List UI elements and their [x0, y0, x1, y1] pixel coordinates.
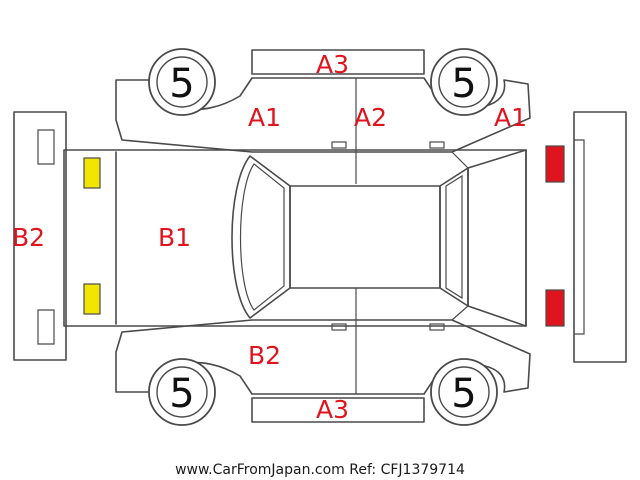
wheel-top-left-value: 5 — [169, 61, 194, 107]
wheel-bottom-right-value: 5 — [451, 371, 476, 417]
wheel-bottom-left: 5 — [148, 358, 216, 426]
wheel-bottom-left-value: 5 — [169, 371, 194, 417]
footer-credit: www.CarFromJapan.com Ref: CFJ1379714 — [175, 462, 465, 478]
wheel-bottom-right: 5 — [430, 358, 498, 426]
rear-light-marker-bottom — [83, 283, 101, 315]
rear-bumper — [13, 111, 67, 361]
damage-label-front-left-door: A1 — [248, 103, 281, 132]
rear-light-marker-top — [83, 157, 101, 189]
damage-label-bottom-side: A3 — [316, 395, 349, 424]
front-light-marker-top — [545, 145, 565, 183]
wheel-top-left: 5 — [148, 48, 216, 116]
front-light-marker-bottom — [545, 289, 565, 327]
damage-label-rear-left-door: A2 — [354, 103, 387, 132]
car-body-top-view — [63, 149, 527, 327]
damage-label-roof: B1 — [158, 223, 191, 252]
front-bumper — [573, 111, 627, 363]
damage-label-top-side: A3 — [316, 50, 349, 79]
damage-label-lower-door: B2 — [248, 341, 281, 370]
damage-label-front-right-area: A1 — [494, 103, 527, 132]
wheel-top-right-value: 5 — [451, 61, 476, 107]
damage-label-rear-bumper: B2 — [12, 223, 45, 252]
wheel-top-right: 5 — [430, 48, 498, 116]
